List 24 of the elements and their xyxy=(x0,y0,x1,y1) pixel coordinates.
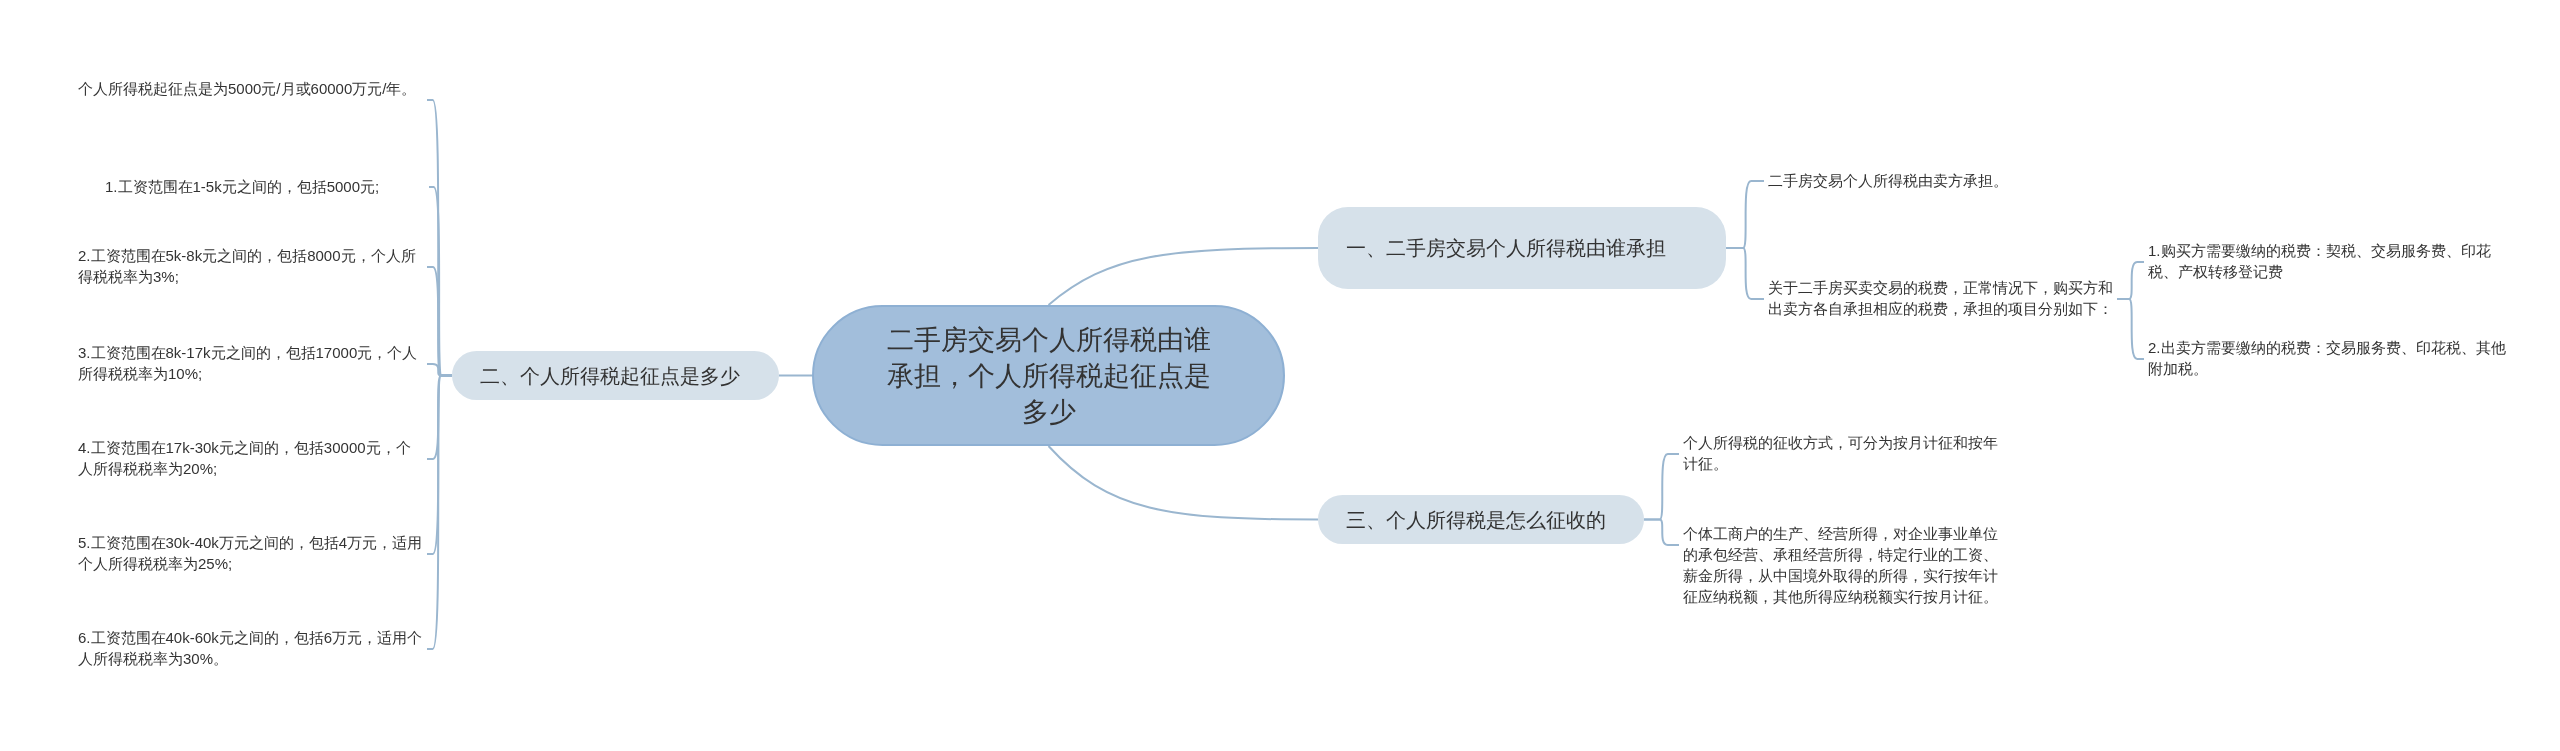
subtopic-text: 2.工资范围在5k-8k元之间的，包括8000元，个人所得税税率为3%; xyxy=(78,245,423,291)
topic-box: 三、个人所得税是怎么征收的 xyxy=(1318,495,1644,544)
subtopic-text: 个人所得税的征收方式，可分为按月计征和按年计征。 xyxy=(1683,432,2003,478)
subtopic-text: 个体工商户的生产、经营所得，对企业事业单位的承包经营、承租经营所得，特定行业的工资、薪金所得，从中国境外取得的所得，实行按年计征应纳税额，其他所得应纳税额实行按月计征。 xyxy=(1683,523,2003,635)
connector-line xyxy=(1047,445,1319,521)
subtopic-text: 3.工资范围在8k-17k元之间的，包括17000元，个人所得税税率为10%; xyxy=(78,342,423,388)
subtopic-text: 关于二手房买卖交易的税费，正常情况下，购买方和出卖方各自承担相应的税费，承担的项目分别如下： xyxy=(1768,277,2113,345)
subtopic-text: 个人所得税起征点是为5000元/月或60000万元/年。 xyxy=(78,78,423,124)
topic-box: 二、个人所得税起征点是多少 xyxy=(452,351,779,400)
connector-line xyxy=(1047,247,1319,306)
connector-line xyxy=(1725,247,1765,300)
connector-line xyxy=(778,374,813,377)
subtopic-text: 4.工资范围在17k-30k元之间的，包括30000元，个人所得税税率为20%; xyxy=(78,437,423,483)
subtopic-text: 2.出卖方需要缴纳的税费：交易服务费、印花税、其他附加税。 xyxy=(2148,337,2508,383)
subtopic-text: 1.工资范围在1-5k元之间的，包括5000元; xyxy=(105,176,425,200)
connector-line xyxy=(2116,298,2145,360)
topic-box: 一、二手房交易个人所得税由谁承担 xyxy=(1318,207,1726,289)
subtopic-text: 6.工资范围在40k-60k元之间的，包括6万元，适用个人所得税税率为30%。 xyxy=(78,627,423,673)
subtopic-text: 1.购买方需要缴纳的税费：契税、交易服务费、印花税、产权转移登记费 xyxy=(2148,240,2508,286)
subtopic-text: 二手房交易个人所得税由卖方承担。 xyxy=(1768,170,2108,194)
central-topic-box: 二手房交易个人所得税由谁承担，个人所得税起征点是多少 xyxy=(812,305,1285,446)
subtopic-text: 5.工资范围在30k-40k万元之间的，包括4万元，适用个人所得税税率为25%; xyxy=(78,532,423,578)
connector-line xyxy=(1643,518,1680,546)
connector-line xyxy=(426,374,453,650)
